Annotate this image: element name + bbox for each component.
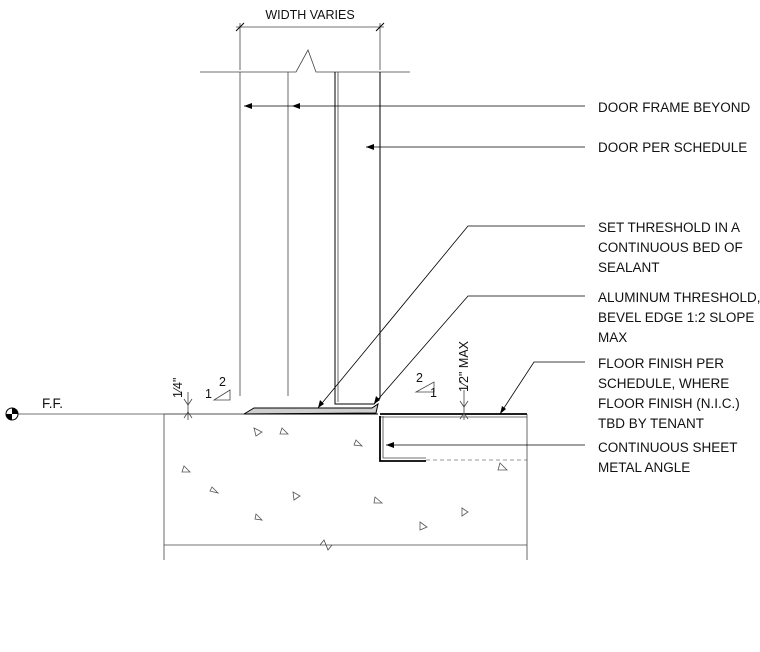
right-slope-indicator: 2 1 1⁄2" MAX [414, 340, 471, 420]
finish-floor-datum: F.F. [5, 396, 63, 421]
door-label: DOOR PER SCHEDULE [598, 140, 747, 155]
callout-threshold: ALUMINUM THRESHOLD, BEVEL EDGE 1:2 SLOPE… [598, 290, 760, 345]
right-height-label: 1⁄2" MAX [457, 340, 471, 392]
callout-door: DOOR PER SCHEDULE [598, 140, 747, 155]
ff-label: F.F. [42, 396, 63, 411]
floor-finish [18, 413, 527, 418]
concrete-slab [163, 414, 528, 560]
angle-line-1: CONTINUOUS SHEET [598, 440, 738, 455]
right-slope-rise: 1 [430, 386, 437, 400]
floor-finish-line-1: FLOOR FINISH PER [598, 356, 724, 371]
floor-finish-line-2: SCHEDULE, WHERE [598, 376, 729, 391]
left-slope-rise: 1 [205, 387, 212, 401]
angle-line-2: METAL ANGLE [598, 460, 690, 475]
width-dimension: WIDTH VARIES [235, 8, 385, 70]
aluminum-threshold [242, 402, 379, 415]
left-slope-run: 2 [219, 375, 226, 389]
sealant-line-1: SET THRESHOLD IN A [598, 220, 740, 235]
wall-break-line [200, 49, 410, 73]
right-slope-run: 2 [416, 371, 423, 385]
threshold-line-3: MAX [598, 330, 627, 345]
threshold-line-2: BEVEL EDGE 1:2 SLOPE [598, 310, 754, 325]
callout-angle: CONTINUOUS SHEET METAL ANGLE [598, 440, 738, 475]
left-slope-indicator: 1 2 1⁄4" [171, 375, 231, 420]
leaders [244, 103, 585, 448]
width-varies-label: WIDTH VARIES [265, 8, 354, 22]
left-height-label: 1⁄4" [171, 378, 185, 398]
door-frame-beyond [239, 72, 289, 396]
callout-floor-finish: FLOOR FINISH PER SCHEDULE, WHERE FLOOR F… [598, 356, 740, 431]
floor-finish-line-3: FLOOR FINISH (N.I.C.) [598, 396, 740, 411]
door-leaf [334, 72, 381, 405]
callout-sealant: SET THRESHOLD IN A CONTINUOUS BED OF SEA… [598, 220, 743, 275]
floor-finish-line-4: TBD BY TENANT [598, 416, 704, 431]
sheet-metal-angle [379, 416, 527, 462]
sealant-line-2: CONTINUOUS BED OF [598, 240, 743, 255]
callout-door-frame: DOOR FRAME BEYOND [598, 100, 751, 115]
threshold-line-1: ALUMINUM THRESHOLD, [598, 290, 760, 305]
sealant-line-3: SEALANT [598, 260, 660, 275]
door-frame-label: DOOR FRAME BEYOND [598, 100, 751, 115]
